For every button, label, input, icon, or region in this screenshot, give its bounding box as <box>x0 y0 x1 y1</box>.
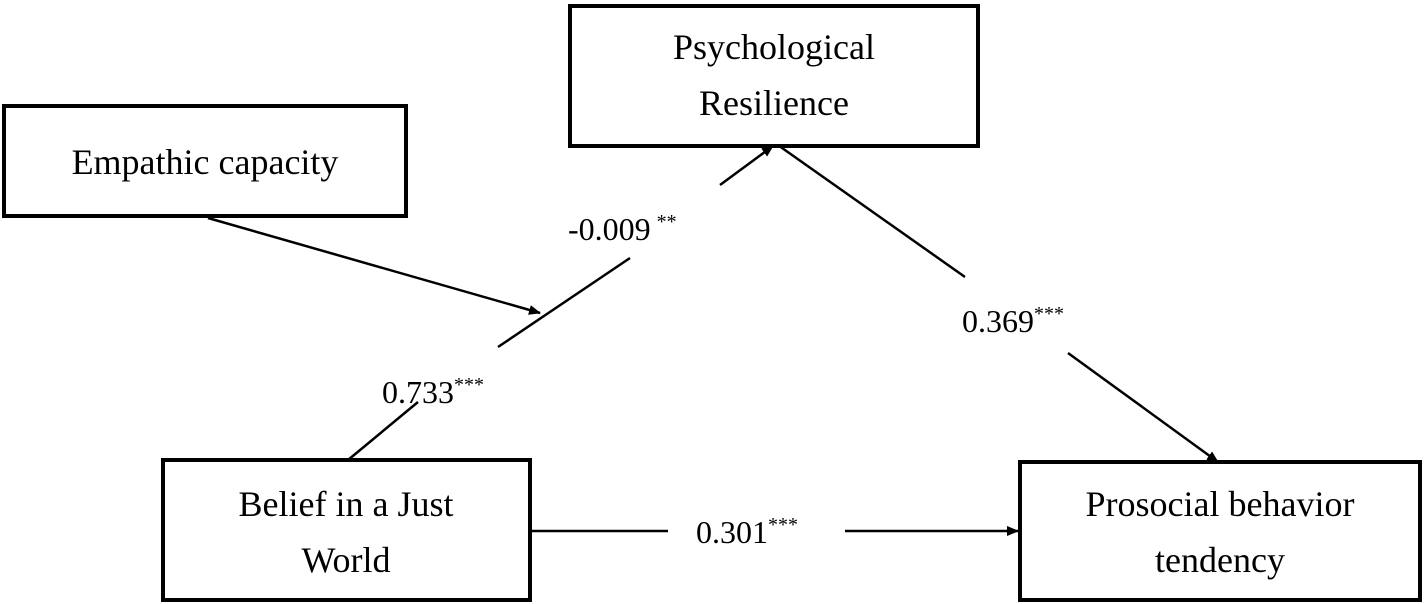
coef-belief-to-resilience-value: 0.733 <box>382 374 454 410</box>
node-empathic-capacity-label: Empathic capacity <box>72 142 339 182</box>
coef-belief-to-resilience-sig: *** <box>454 374 484 396</box>
coef-resilience-to-prosocial: 0.369*** <box>962 303 1064 339</box>
edge-resilience-to-prosocial-upper <box>774 141 966 279</box>
coef-moderation: -0.009 ** <box>568 211 677 247</box>
node-belief-line1: Belief in a Just <box>239 484 454 524</box>
node-belief-line2: World <box>301 540 390 580</box>
node-belief-in-a-just-world: Belief in a Just World <box>161 458 532 602</box>
node-empathic-capacity: Empathic capacity <box>2 104 408 218</box>
edge-belief-to-resilience-middle <box>497 256 631 349</box>
edge-belief-to-resilience-upper <box>719 144 774 187</box>
coef-resilience-to-prosocial-value: 0.369 <box>962 303 1034 339</box>
node-psychological-resilience: Psychological Resilience <box>568 4 980 148</box>
node-prosocial-behavior-tendency: Prosocial behavior tendency <box>1018 460 1422 602</box>
edge-belief-to-resilience-lower <box>347 401 419 461</box>
node-prosocial-line1: Prosocial behavior <box>1086 484 1355 524</box>
edge-resilience-to-prosocial-lower <box>1067 351 1219 464</box>
node-psychological-resilience-line2: Resilience <box>699 83 849 123</box>
node-psychological-resilience-line1: Psychological <box>673 27 875 67</box>
coef-belief-to-resilience: 0.733*** <box>382 374 484 410</box>
coef-moderation-sig: ** <box>657 211 677 233</box>
coef-belief-to-prosocial-value: 0.301 <box>696 514 768 550</box>
coef-resilience-to-prosocial-sig: *** <box>1034 303 1064 325</box>
node-prosocial-line2: tendency <box>1155 540 1285 580</box>
edge-empathic-moderation <box>207 216 541 315</box>
coef-belief-to-prosocial: 0.301*** <box>696 514 798 550</box>
coef-belief-to-prosocial-sig: *** <box>768 514 798 536</box>
coef-moderation-value: -0.009 <box>568 211 651 247</box>
